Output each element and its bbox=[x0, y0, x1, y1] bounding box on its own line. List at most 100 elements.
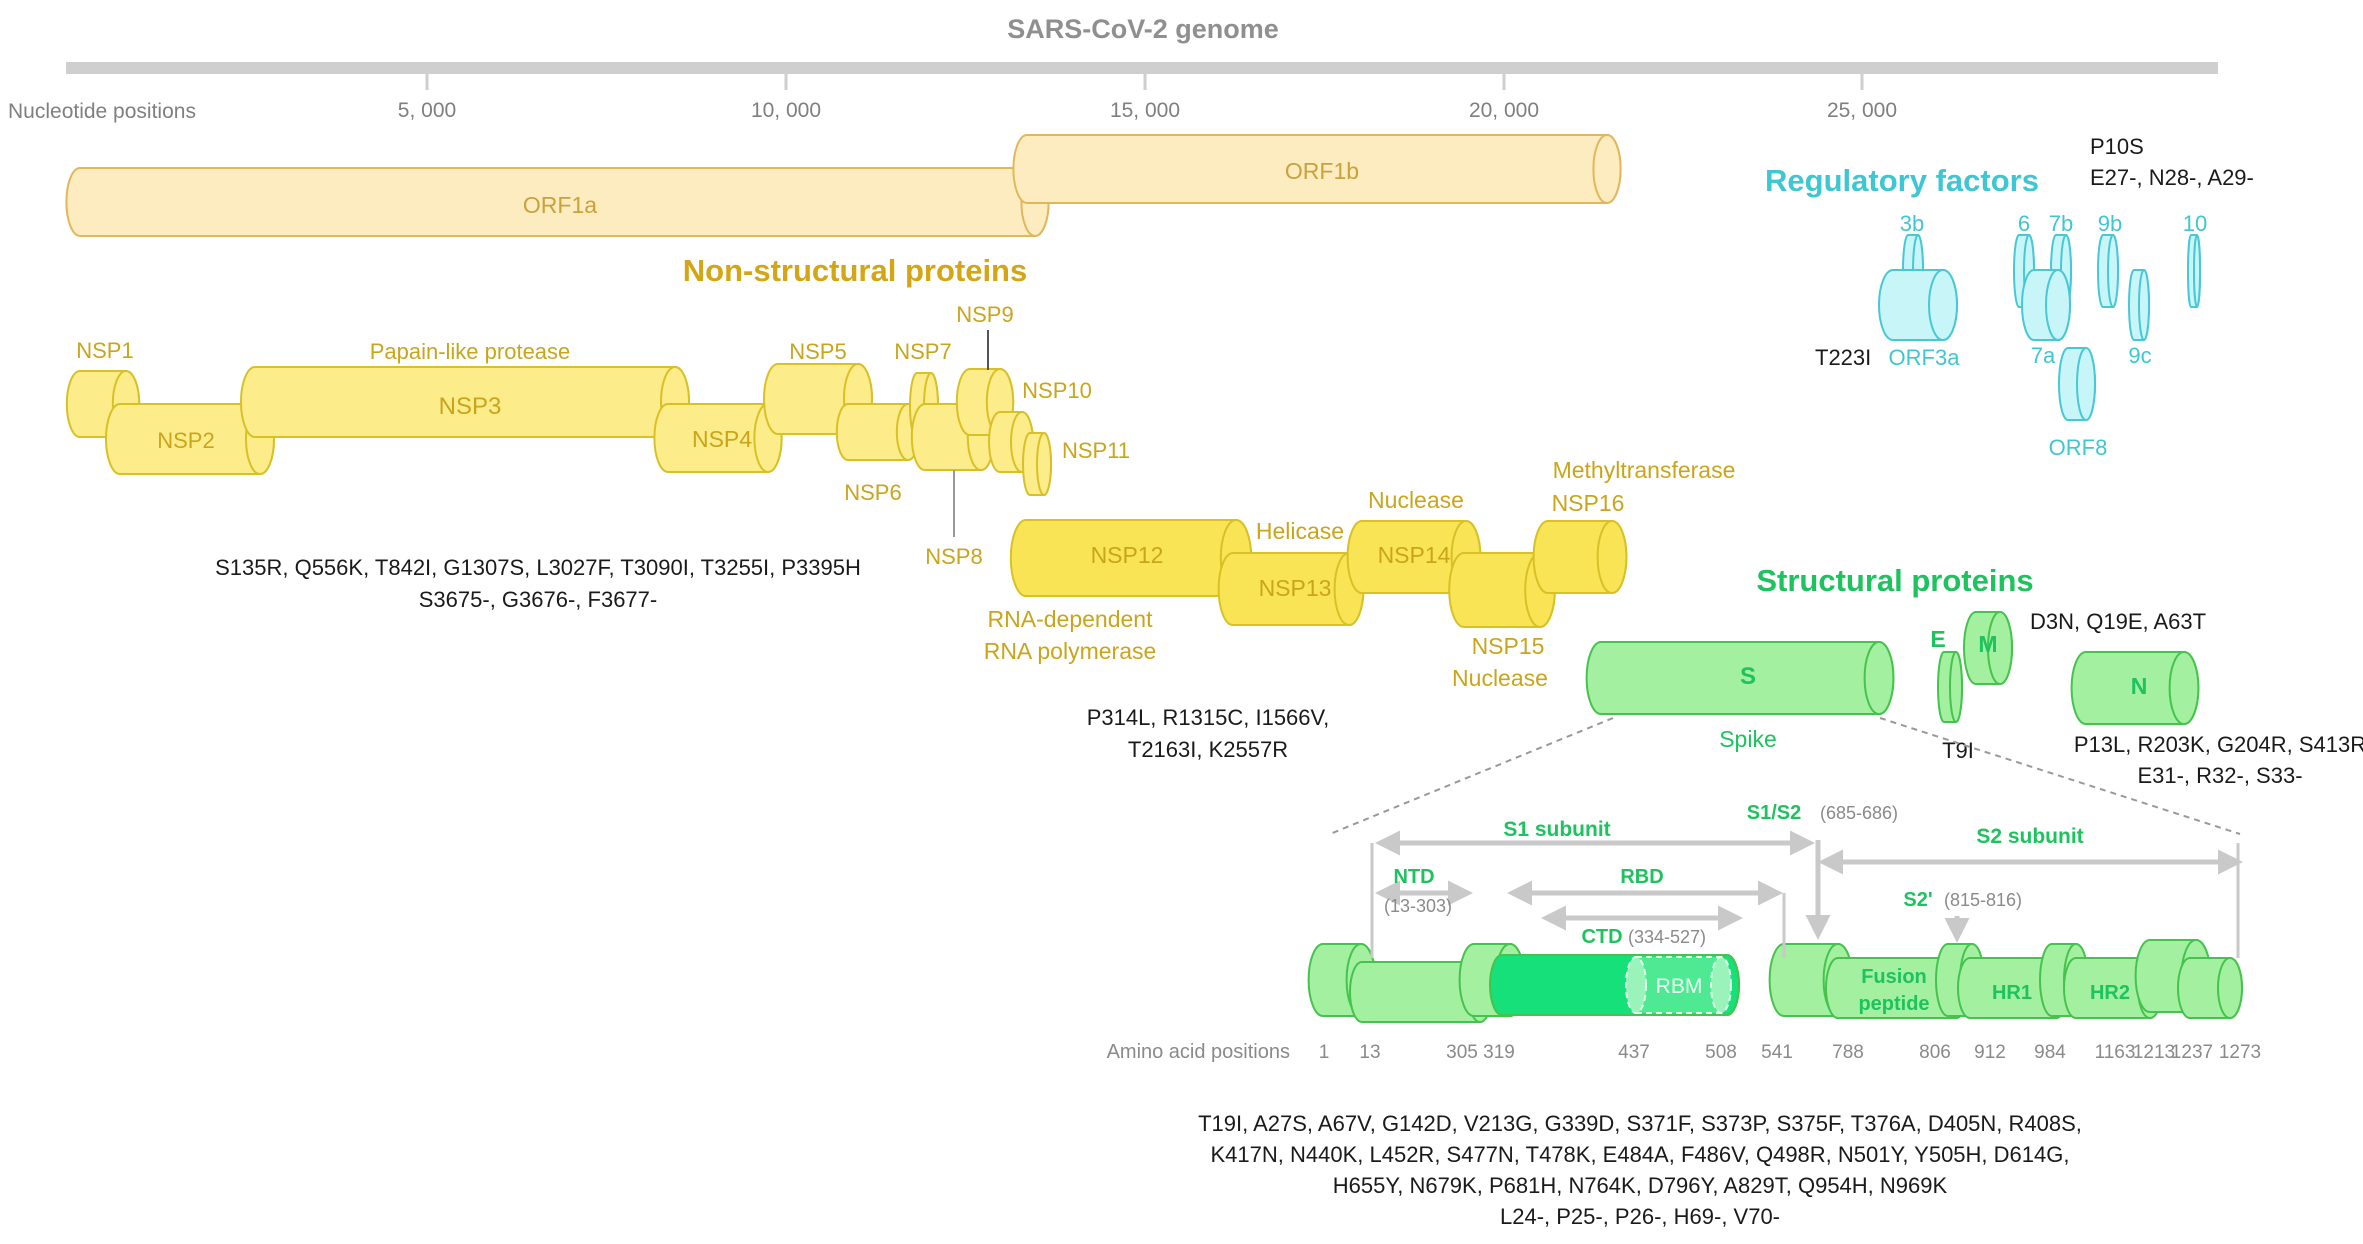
aa-position-label: 912 bbox=[1974, 1042, 2006, 1063]
fusion-peptide-label-1: Fusion bbox=[1861, 966, 1927, 988]
c-terminal-cylinder bbox=[2177, 957, 2243, 1019]
nsp5-label: NSP5 bbox=[789, 339, 846, 364]
m-label: M bbox=[1978, 631, 1997, 657]
orf7a-cylinder bbox=[2021, 269, 2071, 341]
orf7a-label: 7a bbox=[2031, 343, 2056, 368]
orf9b-mutations-line-2: E27-, N28-, A29- bbox=[2090, 165, 2254, 190]
nsp2-label: NSP2 bbox=[157, 428, 214, 453]
hr2-label: HR2 bbox=[2090, 982, 2130, 1004]
spike-mutations-line-3: H655Y, N679K, P681H, N764K, D796Y, A829T… bbox=[1333, 1173, 1948, 1198]
nsp6-label: NSP6 bbox=[844, 480, 901, 505]
s2-subunit-label: S2 subunit bbox=[1976, 825, 2083, 848]
genome-ticks bbox=[425, 74, 1864, 90]
aa-position-label: 305 bbox=[1446, 1042, 1478, 1063]
orf9c-cylinder bbox=[2128, 269, 2150, 341]
nsp15-label: NSP15 bbox=[1472, 633, 1545, 659]
n-mutations-line-2: E31-, R32-, S33- bbox=[2137, 763, 2302, 788]
spike-zoom-lines bbox=[1329, 717, 2241, 835]
rbm-region bbox=[1625, 956, 1732, 1014]
aa-position-label: 788 bbox=[1832, 1042, 1864, 1063]
e-mutation: T9I bbox=[1942, 738, 1974, 763]
n-cylinder bbox=[2070, 651, 2200, 725]
spike-mutations-line-1: T19I, A27S, A67V, G142D, V213G, G339D, S… bbox=[1198, 1111, 2082, 1136]
nsp3-cylinder bbox=[240, 366, 690, 438]
orf7b-label: 7b bbox=[2049, 211, 2073, 236]
spike-domain-arrows bbox=[1370, 830, 2243, 958]
nonstructural-title: Non-structural proteins bbox=[683, 253, 1027, 288]
aa-position-label: 1273 bbox=[2219, 1042, 2261, 1063]
aa-position-label: 806 bbox=[1919, 1042, 1951, 1063]
orf9b-label: 9b bbox=[2098, 211, 2122, 236]
orf9c-label: 9c bbox=[2128, 343, 2151, 368]
orf1a-label: ORF1a bbox=[523, 192, 597, 218]
genome-bar bbox=[66, 62, 2218, 74]
nsp1-label: NSP1 bbox=[76, 338, 133, 363]
nsp16-cylinder bbox=[1532, 520, 1628, 594]
hr1-label: HR1 bbox=[1992, 982, 2032, 1004]
nsp6-cylinder bbox=[835, 403, 921, 461]
tick-label: 25, 000 bbox=[1827, 99, 1897, 122]
ntd-label: NTD bbox=[1393, 866, 1434, 888]
orf9b-cylinder bbox=[2097, 234, 2119, 308]
orf9b-mutations-line-1: P10S bbox=[2090, 134, 2144, 159]
nsp8-label: NSP8 bbox=[925, 544, 982, 569]
orf8-label: ORF8 bbox=[2049, 435, 2108, 460]
n-label: N bbox=[2131, 673, 2148, 699]
m-cylinder bbox=[1963, 611, 2013, 685]
s1s2-label: S1/S2 bbox=[1747, 802, 1801, 824]
tick-label: 5, 000 bbox=[398, 99, 456, 122]
amino-acid-axis-label: Amino acid positions bbox=[1107, 1041, 1290, 1063]
spike-mutations-line-2: K417N, N440K, L452R, S477N, T478K, E484A… bbox=[1211, 1142, 2070, 1167]
aa-position-label: 437 bbox=[1618, 1042, 1650, 1063]
ntd-range: (13-303) bbox=[1384, 896, 1452, 916]
s2prime-label: S2' bbox=[1903, 889, 1932, 911]
orf6-label: 6 bbox=[2018, 211, 2030, 236]
nsp3-description: Papain-like protease bbox=[370, 339, 571, 364]
nsp4-cylinder bbox=[653, 403, 783, 473]
tick-label: 20, 000 bbox=[1469, 99, 1539, 122]
nsp4-label: NSP4 bbox=[692, 426, 752, 452]
orf1b-label: ORF1b bbox=[1285, 158, 1359, 184]
spike-cylinder bbox=[1585, 641, 1895, 715]
e-cylinder bbox=[1937, 651, 1963, 723]
aa-position-label: 984 bbox=[2034, 1042, 2066, 1063]
nsp12-label: NSP12 bbox=[1091, 542, 1164, 568]
aa-position-label: 1 bbox=[1319, 1042, 1330, 1063]
nsp16-description: Methyltransferase bbox=[1553, 457, 1736, 483]
n-mutations-line-1: P13L, R203K, G204R, S413R bbox=[2074, 732, 2363, 757]
orf10-label: 10 bbox=[2183, 211, 2207, 236]
orf3a-mutation: T223I bbox=[1815, 345, 1871, 370]
s2prime-range: (815-816) bbox=[1944, 890, 2022, 910]
aa-position-label: 541 bbox=[1761, 1042, 1793, 1063]
orf3a-cylinder bbox=[1878, 269, 1958, 341]
nsp3-label: NSP3 bbox=[439, 393, 502, 420]
nsp12-description-2: RNA polymerase bbox=[984, 638, 1157, 664]
aa-position-label: 1213 bbox=[2133, 1042, 2175, 1063]
ctd-range: (334-527) bbox=[1628, 927, 1706, 947]
aa-position-label: 319 bbox=[1483, 1042, 1515, 1063]
nsp12-description-1: RNA-dependent bbox=[988, 606, 1154, 632]
structural-title: Structural proteins bbox=[1756, 563, 2033, 598]
rbd-label: RBD bbox=[1620, 866, 1663, 888]
m-mutations: D3N, Q19E, A63T bbox=[2030, 609, 2206, 634]
ctd-label: CTD bbox=[1581, 926, 1622, 948]
nsp14-label: NSP14 bbox=[1378, 542, 1451, 568]
orf1b-cylinder bbox=[1012, 134, 1622, 204]
orf3a-label: ORF3a bbox=[1889, 345, 1961, 370]
spike-description: Spike bbox=[1719, 726, 1777, 752]
nucleotide-axis-label: Nucleotide positions bbox=[8, 100, 196, 123]
nsp13-description: Helicase bbox=[1256, 518, 1344, 544]
rbm-label: RBM bbox=[1656, 975, 1703, 998]
aa-position-label: 13 bbox=[1359, 1042, 1380, 1063]
orf10-cylinder bbox=[2187, 234, 2201, 308]
nsp11-cylinder bbox=[1022, 432, 1052, 496]
orf1a-mutations-line-1: S135R, Q556K, T842I, G1307S, L3027F, T30… bbox=[215, 555, 861, 580]
tick-label: 10, 000 bbox=[751, 99, 821, 122]
e-label: E bbox=[1930, 626, 1945, 652]
s1s2-range: (685-686) bbox=[1820, 803, 1898, 823]
aa-position-label: 1163 bbox=[2095, 1042, 2136, 1063]
nsp14-description: Nuclease bbox=[1368, 487, 1464, 513]
nsp7-label: NSP7 bbox=[894, 339, 951, 364]
